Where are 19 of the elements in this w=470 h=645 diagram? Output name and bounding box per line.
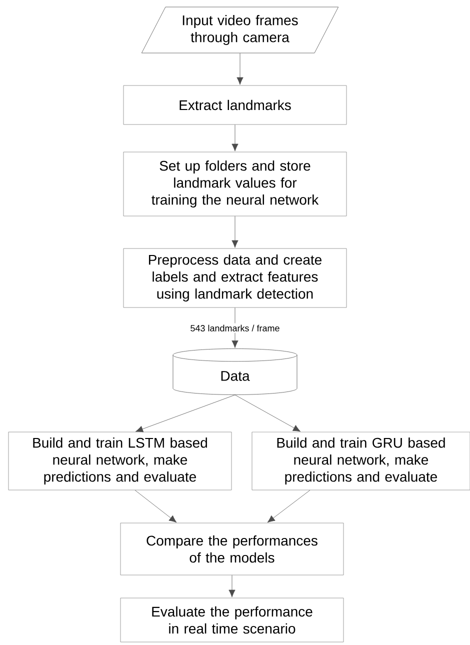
arrow	[232, 124, 238, 152]
arrow	[232, 308, 238, 348]
process-box: Build and train GRU based neural network, make predictions and evaluate	[252, 432, 470, 490]
arrow	[135, 394, 236, 432]
data-cylinder: Data	[172, 348, 298, 395]
arrow	[236, 53, 244, 85]
arrow	[267, 490, 310, 523]
arrow	[234, 394, 301, 432]
process-box: Preprocess data and create labels and extract features using landmark detection	[123, 248, 347, 308]
input-parallelogram: Input video frames through camera	[141, 6, 339, 54]
process-box: Extract landmarks	[123, 85, 347, 125]
edge-label: 543 landmarks / frame	[188, 323, 282, 333]
arrow	[232, 216, 238, 248]
arrow	[228, 575, 236, 598]
process-box: Set up folders and store landmark values for training the neural network	[123, 152, 347, 216]
arrow	[134, 490, 177, 523]
process-box: Evaluate the performance in real time scenario	[120, 598, 344, 642]
process-box: Build and train LSTM based neural network, make predictions and evaluate	[8, 432, 232, 490]
process-box: Compare the performances of the models	[120, 522, 344, 576]
